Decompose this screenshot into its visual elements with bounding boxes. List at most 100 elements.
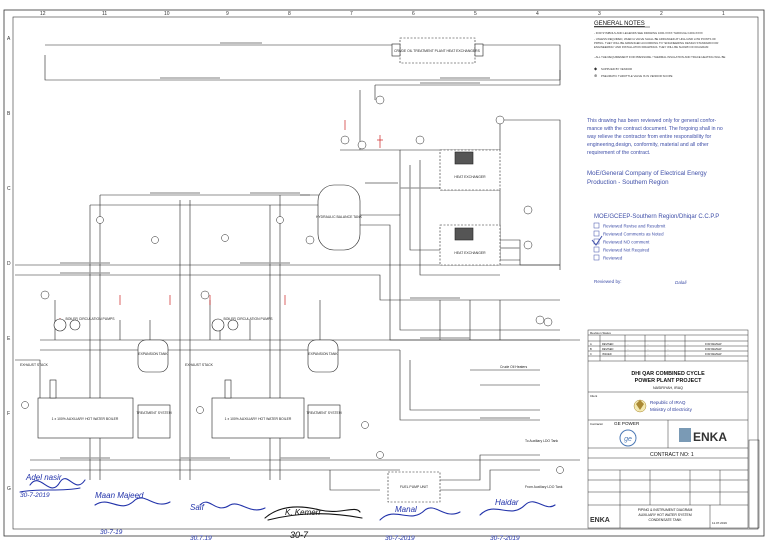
stamp-options: Reviewed Revise and Resubmit Reviewed Co… — [591, 222, 666, 261]
equip-label: BOILER CIRCULATION PUMPS — [223, 317, 273, 321]
contractor-label: Contractor — [590, 422, 603, 426]
equip-label: TREATMENT SYSTEM — [136, 411, 171, 415]
equip-label: 1 x 100% AUXILIARY HOT WATER BOILER — [52, 417, 119, 421]
rev-cell: REVISED — [602, 342, 614, 346]
stamp-option: Reviewed — [603, 256, 623, 261]
stamp-line: mance with the contract document. The fo… — [587, 126, 723, 132]
grid-side: A B C D E F G — [7, 36, 11, 492]
signature-5 — [379, 507, 461, 521]
grid-col: 11 — [102, 11, 107, 17]
stamp-line: This drawing has been reviewed only for … — [587, 118, 716, 124]
treatment-system-2 — [307, 404, 341, 439]
rev-cell: FOR REVIEW — [705, 347, 722, 351]
enka-small: ENKA — [590, 517, 610, 524]
doc-title: AUXILIARY HOT WATER SYSTEM — [638, 513, 691, 517]
grid-col: 9 — [226, 11, 229, 17]
client-ministry: Ministry of Electricity — [650, 407, 693, 412]
signature-date: 30-7-2019 — [20, 492, 50, 499]
rev-cell: REVISED — [602, 347, 614, 351]
aux-boiler-2 — [211, 397, 305, 439]
note-line: - UNLESS REQUIRED, WHEN A VALVE SHALL BE… — [594, 37, 716, 41]
aux-boiler-1 — [37, 397, 134, 439]
crude-oil-hx-box — [399, 37, 476, 64]
doc-title: CONDENSATE TANK — [649, 518, 683, 522]
side-text: EXHAUST STACK — [185, 363, 214, 367]
signature-2 — [94, 497, 171, 507]
equip-label: FUEL PUMP UNIT — [400, 485, 428, 489]
grid-col: 10 — [164, 11, 170, 17]
side-text: EXHAUST STACK — [20, 363, 49, 367]
rev-cell: .. — [627, 348, 629, 351]
project-title: POWER PLANT PROJECT — [635, 378, 702, 384]
fuel-pump-unit — [387, 471, 441, 503]
rev-cell: B — [590, 347, 592, 351]
note-line: - ALL THE REQUIREMENT FOR PRESSURE / THE… — [594, 55, 725, 59]
ge-logo-icon: ge — [619, 429, 637, 447]
legend-symbol: ⊕ — [594, 73, 597, 78]
grid-col: 7 — [350, 11, 353, 17]
contract-number: CONTRACT NO: 1 — [650, 452, 694, 458]
project-location: NASIRIYAH, IRAQ — [653, 386, 683, 390]
iraq-emblem-icon — [633, 399, 647, 413]
stamp-reviewed-by: Reviewed by: — [594, 279, 622, 284]
rev-cell: FOR REVIEW — [705, 352, 722, 356]
svg-text:ge: ge — [624, 436, 632, 443]
signature-4 — [264, 506, 363, 521]
grid-top: 12 11 10 9 8 7 6 5 4 3 2 1 — [40, 11, 725, 17]
grid-col: 12 — [40, 11, 46, 17]
equip-label: HYDRAULIC BALANCE TANK — [316, 215, 363, 219]
grid-row: C — [7, 186, 11, 192]
grid-col: 3 — [598, 11, 601, 17]
side-texts: EXHAUST STACK EXHAUST STACK Crude Oil He… — [20, 363, 563, 489]
rev-cell: C — [590, 352, 592, 356]
equip-label: BOILER CIRCULATION PUMPS — [65, 317, 115, 321]
equip-label: HEAT EXCHANGER — [454, 175, 486, 179]
grid-row: E — [7, 336, 11, 342]
signature-name: Adel nasir — [25, 473, 62, 482]
equip-label: CRUDE OIL TREATMENT PLANT HEAT EXCHANGER… — [394, 49, 481, 53]
signature-1 — [19, 478, 86, 493]
rev-cell: .. — [627, 343, 629, 346]
rev-cell: .. — [647, 353, 649, 356]
rev-cell: .. — [647, 343, 649, 346]
expansion-tank-1 — [137, 339, 169, 373]
signature-6 — [479, 501, 556, 516]
grid-row: G — [7, 486, 11, 492]
equip-label: EXPANSION TANK — [138, 352, 168, 356]
treatment-system-1 — [137, 404, 171, 439]
hydraulic-balance-tank — [317, 184, 361, 251]
stamp-org: Production - Southern Region — [587, 179, 669, 186]
check-mark-icon — [591, 235, 603, 246]
client-name: Republic of IRAQ — [650, 400, 686, 405]
signature-date: 30-7-2019 — [385, 535, 415, 542]
inner-border — [12, 16, 759, 530]
grid-col: 1 — [722, 11, 725, 17]
side-text: To Auxiliary LDO Tank — [525, 439, 558, 443]
signature-name: Saif — [190, 503, 205, 512]
stamp-line: way relieve the contractor from entire r… — [587, 134, 712, 140]
title-block — [587, 329, 760, 529]
rev-cell: .. — [627, 353, 629, 356]
revision-status-label: Revision Status — [590, 331, 611, 335]
rev-cell: A — [590, 342, 592, 346]
signatures — [19, 478, 556, 521]
rev-cell: .. — [647, 348, 649, 351]
stamp-option: Reviewed Not Required — [603, 248, 650, 253]
side-text: From Auxiliary LDO Tank — [525, 485, 563, 489]
ge-name: GE POWER — [614, 421, 640, 426]
expansion-tank-2 — [307, 339, 339, 373]
note-line: PIPING. THEY WILL BE ARRANGED ACCORDING … — [594, 41, 718, 45]
signature-date: 30.7.19 — [190, 535, 212, 542]
stamp-line: requirement of the contract. — [587, 150, 650, 156]
stamp-option: Reviewed NO comment — [603, 240, 650, 245]
equipment — [37, 37, 501, 503]
equip-label: 1 x 100% AUXILIARY HOT WATER BOILER — [225, 417, 292, 421]
grid-row: B — [7, 111, 11, 117]
rev-cell: .. — [667, 348, 669, 351]
equip-label: EXPANSION TANK — [308, 352, 338, 356]
signature-name: Maan Majeed — [95, 491, 144, 500]
enka-name: ENKA — [693, 430, 727, 444]
stamp-line: engineering,design, conformity, material… — [587, 142, 709, 148]
legend-symbol: ◆ — [594, 66, 598, 71]
